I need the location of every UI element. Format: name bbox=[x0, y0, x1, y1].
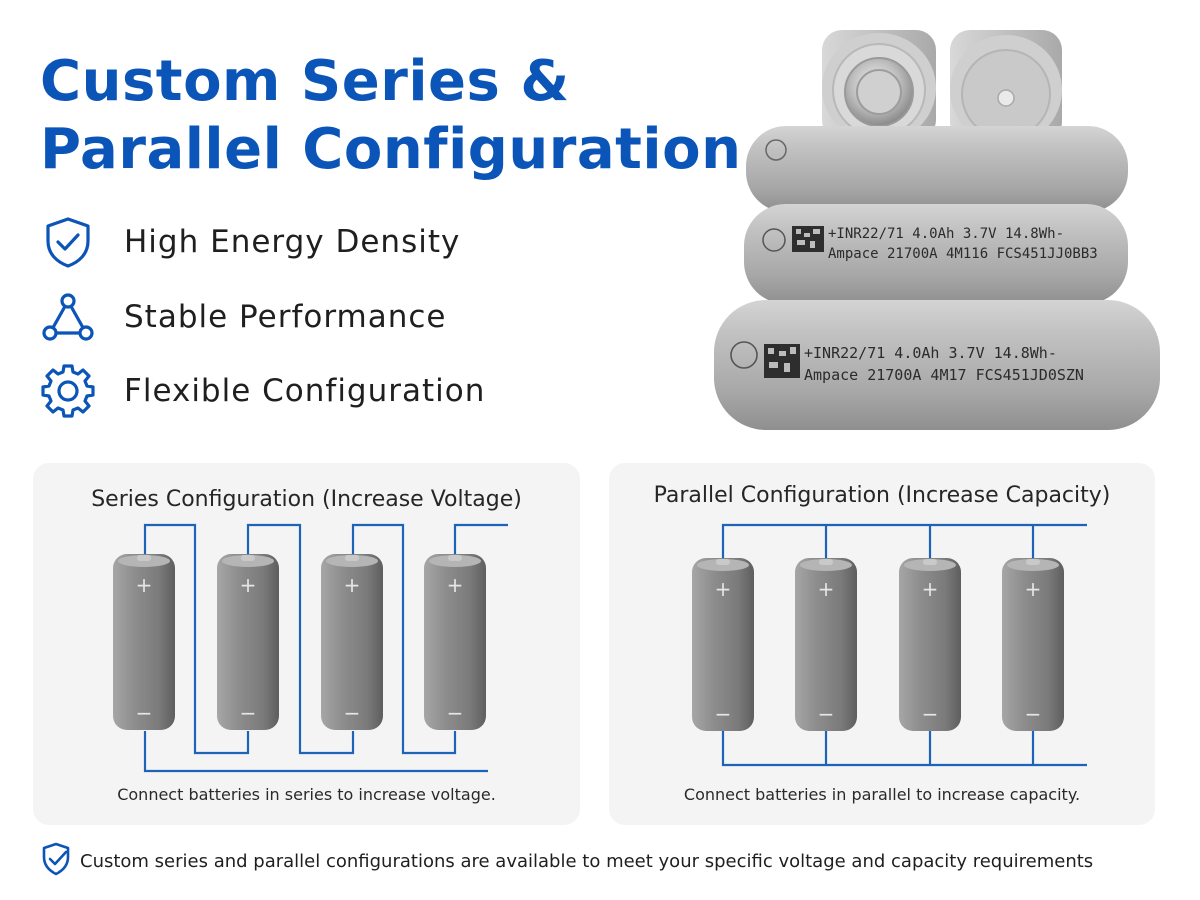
cell-front: +INR22/71 4.0Ah 3.7V 14.8Wh- Ampace 2170… bbox=[714, 300, 1160, 430]
feature-high-energy-density: High Energy Density bbox=[40, 214, 460, 270]
minus-label: − bbox=[715, 702, 732, 726]
parallel-wire-negative bbox=[721, 731, 1087, 767]
minus-label: − bbox=[136, 701, 153, 725]
series-configuration-panel: + − + − + − + − Series Configuration (In… bbox=[33, 463, 580, 825]
battery: + − bbox=[899, 558, 961, 731]
series-diagram: + − + − + − + − bbox=[113, 523, 508, 773]
cell-print-line-1: +INR22/71 4.0Ah 3.7V 14.8Wh- bbox=[828, 226, 1064, 242]
feature-label: Flexible Configuration bbox=[124, 373, 486, 409]
minus-label: − bbox=[344, 701, 361, 725]
minus-label: − bbox=[1025, 702, 1042, 726]
feature-label: Stable Performance bbox=[124, 299, 447, 335]
plus-label: + bbox=[818, 577, 835, 601]
page-title: Custom Series & Parallel Configuration bbox=[40, 48, 741, 184]
minus-label: − bbox=[240, 701, 257, 725]
gear-icon bbox=[40, 363, 96, 419]
plus-label: + bbox=[136, 573, 153, 597]
parallel-caption: Connect batteries in parallel to increas… bbox=[683, 785, 1081, 804]
cell-back bbox=[746, 126, 1128, 212]
series-title: Series Configuration (Increase Voltage) bbox=[91, 487, 522, 512]
series-wire bbox=[351, 523, 457, 755]
series-wire bbox=[143, 523, 250, 755]
plus-label: + bbox=[240, 573, 257, 597]
minus-label: − bbox=[818, 702, 835, 726]
title-line-2: Parallel Configuration bbox=[40, 117, 742, 182]
battery: + − bbox=[692, 558, 754, 731]
triangle-nodes-icon bbox=[40, 289, 96, 345]
plus-label: + bbox=[1025, 577, 1042, 601]
footer-note: Custom series and parallel configuration… bbox=[40, 842, 1094, 880]
minus-label: − bbox=[922, 702, 939, 726]
parallel-diagram: + − + − + − + − bbox=[692, 523, 1087, 767]
plus-label: + bbox=[922, 577, 939, 601]
battery: + − bbox=[113, 554, 175, 730]
qr-code-middle bbox=[792, 226, 824, 252]
parallel-wire-positive bbox=[721, 523, 1087, 561]
footer-text: Custom series and parallel configuration… bbox=[80, 850, 1094, 872]
minus-label: − bbox=[447, 701, 464, 725]
series-wire bbox=[246, 523, 355, 755]
feature-stable-performance: Stable Performance bbox=[40, 289, 447, 345]
shield-check-icon bbox=[40, 842, 72, 880]
plus-label: + bbox=[715, 577, 732, 601]
shield-check-icon bbox=[40, 214, 96, 270]
battery: + − bbox=[217, 554, 279, 730]
plus-label: + bbox=[344, 573, 361, 597]
battery: + − bbox=[321, 554, 383, 730]
standing-cell-right bbox=[950, 30, 1062, 145]
series-wire-output bbox=[143, 731, 488, 773]
parallel-configuration-panel: + − + − + − + − Parallel Configuration (… bbox=[609, 463, 1155, 825]
battery: + − bbox=[795, 558, 857, 731]
cell-print-line-2: Ampace 21700A 4M116 FCS451JJ0BB3 bbox=[828, 246, 1098, 262]
battery: + − bbox=[1002, 558, 1064, 731]
cell-print-line-2: Ampace 21700A 4M17 FCS451JD0SZN bbox=[804, 366, 1084, 384]
feature-flexible-configuration: Flexible Configuration bbox=[40, 363, 485, 419]
title-line-1: Custom Series & bbox=[40, 49, 570, 114]
series-caption: Connect batteries in series to increase … bbox=[117, 785, 496, 804]
series-wire-output bbox=[453, 523, 508, 558]
qr-code-front bbox=[764, 344, 800, 378]
plus-label: + bbox=[447, 573, 464, 597]
feature-label: High Energy Density bbox=[124, 224, 461, 260]
cell-print-line-1: +INR22/71 4.0Ah 3.7V 14.8Wh- bbox=[804, 344, 1057, 362]
battery: + − bbox=[424, 554, 486, 730]
standing-cell-left bbox=[822, 30, 936, 143]
hero-batteries-illustration: +INR22/71 4.0Ah 3.7V 14.8Wh- Ampace 2170… bbox=[714, 30, 1160, 430]
parallel-title: Parallel Configuration (Increase Capacit… bbox=[653, 483, 1111, 508]
cell-middle: +INR22/71 4.0Ah 3.7V 14.8Wh- Ampace 2170… bbox=[744, 204, 1128, 304]
